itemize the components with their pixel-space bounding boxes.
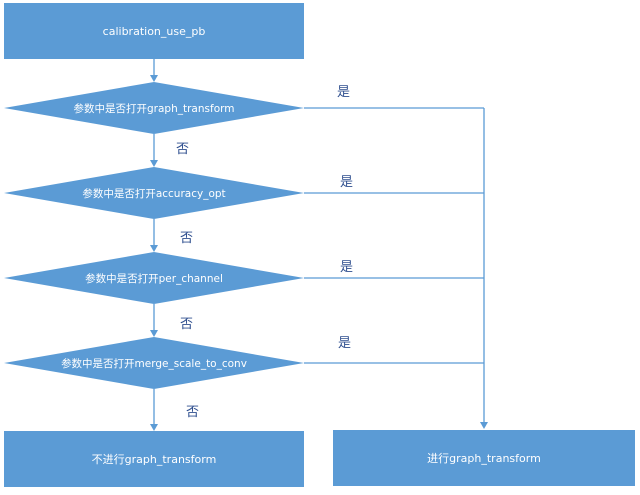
decision-diamond-4 xyxy=(4,337,304,389)
start-box-label: calibration_use_pb xyxy=(103,25,206,38)
decision-4-label: 参数中是否打开merge_scale_to_conv xyxy=(61,357,247,370)
arrowhead xyxy=(150,75,158,82)
yes-label-4: 是 xyxy=(338,336,351,351)
arrowhead xyxy=(480,422,488,429)
end-box-yes-label: 进行graph_transform xyxy=(427,452,541,465)
arrowhead xyxy=(150,330,158,337)
decision-2-label: 参数中是否打开accuracy_opt xyxy=(82,187,225,200)
end-box-yes xyxy=(333,430,635,486)
decision-diamond-2 xyxy=(4,167,304,219)
decision-diamond-3 xyxy=(4,252,304,304)
start-box xyxy=(4,3,304,59)
arrowhead xyxy=(150,245,158,252)
no-label-2: 否 xyxy=(180,231,193,246)
arrowhead xyxy=(150,424,158,431)
no-label-4: 否 xyxy=(186,405,199,420)
yes-label-1: 是 xyxy=(337,85,350,100)
no-label-1: 否 xyxy=(176,142,189,157)
arrowhead xyxy=(150,160,158,167)
no-label-3: 否 xyxy=(180,317,193,332)
end-box-no xyxy=(4,431,304,487)
yes-label-3: 是 xyxy=(340,260,353,275)
yes-label-2: 是 xyxy=(340,175,353,190)
decision-diamond-1 xyxy=(4,82,304,134)
decision-1-label: 参数中是否打开graph_transform xyxy=(74,102,235,115)
decision-3-label: 参数中是否打开per_channel xyxy=(85,272,223,285)
end-box-no-label: 不进行graph_transform xyxy=(92,453,217,466)
